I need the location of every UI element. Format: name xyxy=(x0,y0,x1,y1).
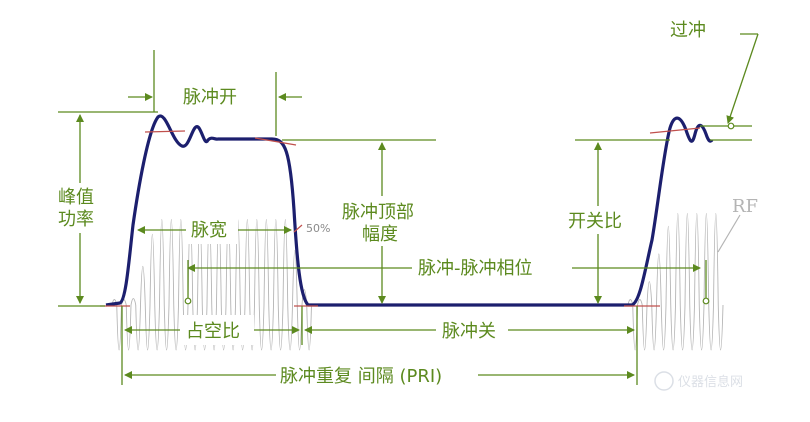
rf-cycle xyxy=(130,298,137,306)
rf-cycle xyxy=(713,213,719,306)
rf-cycle xyxy=(703,213,710,306)
rf-cycle xyxy=(159,219,165,306)
rf-cycle-lower xyxy=(689,304,695,351)
rf-cycle-lower xyxy=(708,304,714,351)
rf-cycle xyxy=(282,219,289,306)
rf-cycle-lower xyxy=(268,304,274,351)
bg-duty xyxy=(180,315,254,345)
pulse-envelope xyxy=(105,114,714,307)
bg-pulse-width xyxy=(186,214,238,244)
label-backgrounds xyxy=(54,82,634,390)
rf-cycle-lower xyxy=(717,304,724,351)
rf-cycle-lower xyxy=(679,304,686,351)
rf-cycle xyxy=(292,250,298,306)
rf-cycle-lower xyxy=(277,304,284,351)
watermark-text: 仪器信息网 xyxy=(678,374,743,390)
label-onoff: 开关比 xyxy=(568,211,622,232)
label-rf: RF xyxy=(732,196,758,217)
watermark-icon xyxy=(654,371,674,391)
rf-cycle-lower xyxy=(258,304,265,351)
rf-cycle xyxy=(149,233,156,306)
rf-cycle xyxy=(140,266,146,306)
rf-cycle-lower xyxy=(154,304,160,351)
bg-onoff xyxy=(564,206,634,234)
top-marker-right-pulse xyxy=(649,127,701,134)
rf-cycle xyxy=(646,281,653,306)
rf-cycle-lower xyxy=(660,304,667,351)
label-peak-power-1: 峰值 xyxy=(58,187,94,208)
rf-cycle xyxy=(684,213,691,306)
label-pulse-width: 脉宽 xyxy=(191,220,227,241)
rf-cycle-lower xyxy=(651,304,657,351)
label-pulse-on: 脉冲开 xyxy=(183,87,237,108)
rf-cycle-lower xyxy=(116,304,122,351)
rf-cycle-lower xyxy=(670,304,676,351)
rf-cycle xyxy=(273,219,279,306)
overshoot-pointer xyxy=(726,33,759,124)
rf-cycle-lower xyxy=(173,304,179,351)
rf-cycle-lower xyxy=(135,304,141,351)
rf-cycle xyxy=(178,219,184,306)
rf-cycle xyxy=(244,219,251,306)
label-pri: 脉冲重复 间隔 (PRI) xyxy=(280,366,442,387)
bg-top-amp xyxy=(338,196,434,246)
rf-cycle xyxy=(694,213,700,306)
label-duty: 占空比 xyxy=(186,321,240,342)
label-overshoot: 过冲 xyxy=(670,20,706,41)
rf-cycle xyxy=(263,219,270,306)
rf-cycle xyxy=(168,219,175,306)
rf-cycle xyxy=(675,213,681,306)
label-fifty-percent: 50% xyxy=(306,222,330,235)
top-marker-left xyxy=(144,130,186,133)
watermark: 仪器信息网 xyxy=(654,371,743,391)
label-top-amp-2: 幅度 xyxy=(362,224,398,245)
phase-markers xyxy=(184,122,735,305)
overshoot-marker xyxy=(727,122,735,130)
rf-cycle xyxy=(665,226,672,306)
rf-pointer xyxy=(717,214,741,253)
bg-pulse-on xyxy=(178,82,248,110)
rf-cycle-lower xyxy=(287,304,293,351)
label-pulse-phase: 脉冲-脉冲相位 xyxy=(418,258,533,279)
rf-cycle-lower xyxy=(125,304,132,351)
rf-cycle xyxy=(656,253,662,306)
bg-pulse-phase xyxy=(412,252,572,282)
rf-cycle-lower xyxy=(698,304,705,351)
phase-marker-right xyxy=(702,297,710,305)
bg-peak-power xyxy=(54,183,106,233)
rf-cycle-lower xyxy=(641,304,648,351)
rf-cycle xyxy=(637,299,643,306)
top-marker-right xyxy=(254,137,297,146)
labels: 过冲 脉冲开 峰值 功率 脉宽 50% 脉冲顶部 幅度 开关比 RF 脉冲-脉冲… xyxy=(58,20,758,387)
bg-pulse-off xyxy=(436,315,508,345)
label-top-amp-1: 脉冲顶部 xyxy=(342,202,414,223)
bg-pri xyxy=(276,360,478,390)
label-pulse-off: 脉冲关 xyxy=(442,321,496,342)
rf-cycle-lower xyxy=(306,304,312,351)
rf-cycle-lower xyxy=(144,304,151,351)
rf-cycle xyxy=(254,219,260,306)
rf-cycle-lower xyxy=(163,304,170,351)
rf-cycle-lower xyxy=(296,304,303,351)
label-peak-power-2: 功率 xyxy=(58,209,94,230)
phase-marker-left xyxy=(184,297,192,305)
fifty-percent-marker xyxy=(293,224,303,233)
